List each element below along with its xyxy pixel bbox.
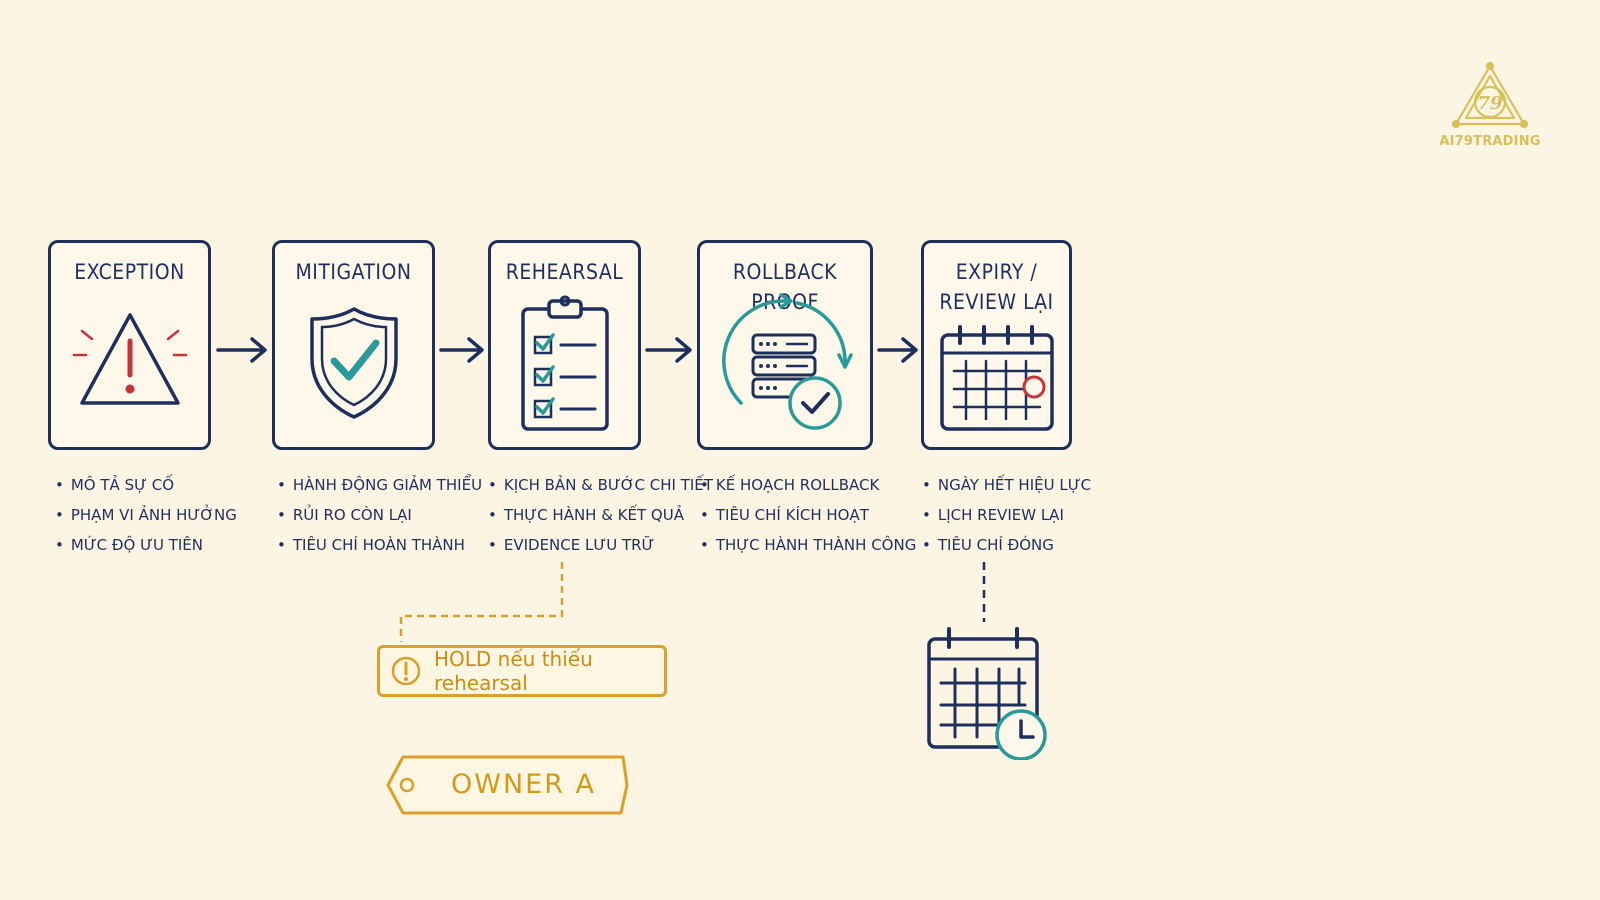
logo-mark: 79 bbox=[1477, 93, 1503, 114]
list-item: THỰC HÀNH THÀNH CÔNG bbox=[700, 530, 916, 560]
list-item: MÔ TẢ SỰ CỐ bbox=[55, 470, 237, 500]
server-cycle-check-icon bbox=[722, 293, 853, 430]
flow-arrow-icon bbox=[216, 337, 267, 363]
owner-tag: OWNER A bbox=[385, 754, 630, 816]
logo-text: AI79TRADING bbox=[1439, 134, 1541, 149]
stage-title: EXPIRY /REVIEW LẠI bbox=[939, 260, 1054, 314]
list-item: TIÊU CHÍ HOÀN THÀNH bbox=[277, 530, 482, 560]
flow-arrow-icon bbox=[645, 337, 692, 363]
stage-title: EXCEPTION bbox=[74, 260, 185, 284]
flow-arrow-icon bbox=[439, 337, 484, 363]
tag-icon bbox=[386, 755, 629, 815]
calendar-clock-icon bbox=[927, 627, 1047, 760]
list-item: PHẠM VI ẢNH HƯỞNG bbox=[55, 500, 237, 530]
stage-rollback-proof: ROLLBACK PROOF bbox=[697, 240, 873, 450]
list-item: TIÊU CHÍ KÍCH HOẠT bbox=[700, 500, 916, 530]
clipboard-checklist-icon bbox=[520, 295, 609, 431]
logo-emblem-icon: 79 bbox=[1451, 61, 1529, 129]
warning-triangle-icon bbox=[72, 313, 187, 405]
flow-arrow-icon bbox=[877, 337, 918, 363]
hold-connector bbox=[399, 562, 564, 642]
list-item: TIÊU CHÍ ĐÓNG bbox=[922, 530, 1091, 560]
stage-rehearsal: REHEARSAL bbox=[488, 240, 641, 450]
stage-expiry-review: EXPIRY /REVIEW LẠI bbox=[921, 240, 1072, 450]
stage-title: MITIGATION bbox=[295, 260, 412, 284]
stage-mitigation: MITIGATION bbox=[272, 240, 435, 450]
list-item: KỊCH BẢN & BƯỚC CHI TIẾT bbox=[488, 470, 713, 500]
list-item: THỰC HÀNH & KẾT QUẢ bbox=[488, 500, 713, 530]
list-item: MỨC ĐỘ ƯU TIÊN bbox=[55, 530, 237, 560]
stage-exception: EXCEPTION bbox=[48, 240, 211, 450]
hold-note: HOLD nếu thiếu rehearsal bbox=[377, 645, 667, 697]
list-item: RỦI RO CÒN LẠI bbox=[277, 500, 482, 530]
list-item: NGÀY HẾT HIỆU LỰC bbox=[922, 470, 1091, 500]
rollback-bullets: KẾ HOẠCH ROLLBACK TIÊU CHÍ KÍCH HOẠT THỰ… bbox=[700, 470, 916, 560]
review-connector bbox=[982, 562, 986, 622]
calendar-icon bbox=[939, 325, 1054, 431]
list-item: HÀNH ĐỘNG GIẢM THIỂU bbox=[277, 470, 482, 500]
list-item: LỊCH REVIEW LẠI bbox=[922, 500, 1091, 530]
list-item: KẾ HOẠCH ROLLBACK bbox=[700, 470, 916, 500]
hold-note-text: HOLD nếu thiếu rehearsal bbox=[434, 647, 593, 695]
brand-logo: 79 AI79TRADING bbox=[1425, 60, 1555, 160]
mitigation-bullets: HÀNH ĐỘNG GIẢM THIỂU RỦI RO CÒN LẠI TIÊU… bbox=[277, 470, 482, 560]
exception-bullets: MÔ TẢ SỰ CỐ PHẠM VI ẢNH HƯỞNG MỨC ĐỘ ƯU … bbox=[55, 470, 237, 560]
owner-label: OWNER A bbox=[451, 769, 597, 800]
list-item: EVIDENCE LƯU TRỮ bbox=[488, 530, 713, 560]
rehearsal-bullets: KỊCH BẢN & BƯỚC CHI TIẾT THỰC HÀNH & KẾT… bbox=[488, 470, 713, 560]
alert-circle-icon bbox=[390, 655, 422, 687]
stage-title: REHEARSAL bbox=[505, 260, 624, 284]
stage-title: ROLLBACK PROOF bbox=[732, 260, 838, 314]
expiry-bullets: NGÀY HẾT HIỆU LỰC LỊCH REVIEW LẠI TIÊU C… bbox=[922, 470, 1091, 560]
shield-check-icon bbox=[309, 307, 398, 419]
